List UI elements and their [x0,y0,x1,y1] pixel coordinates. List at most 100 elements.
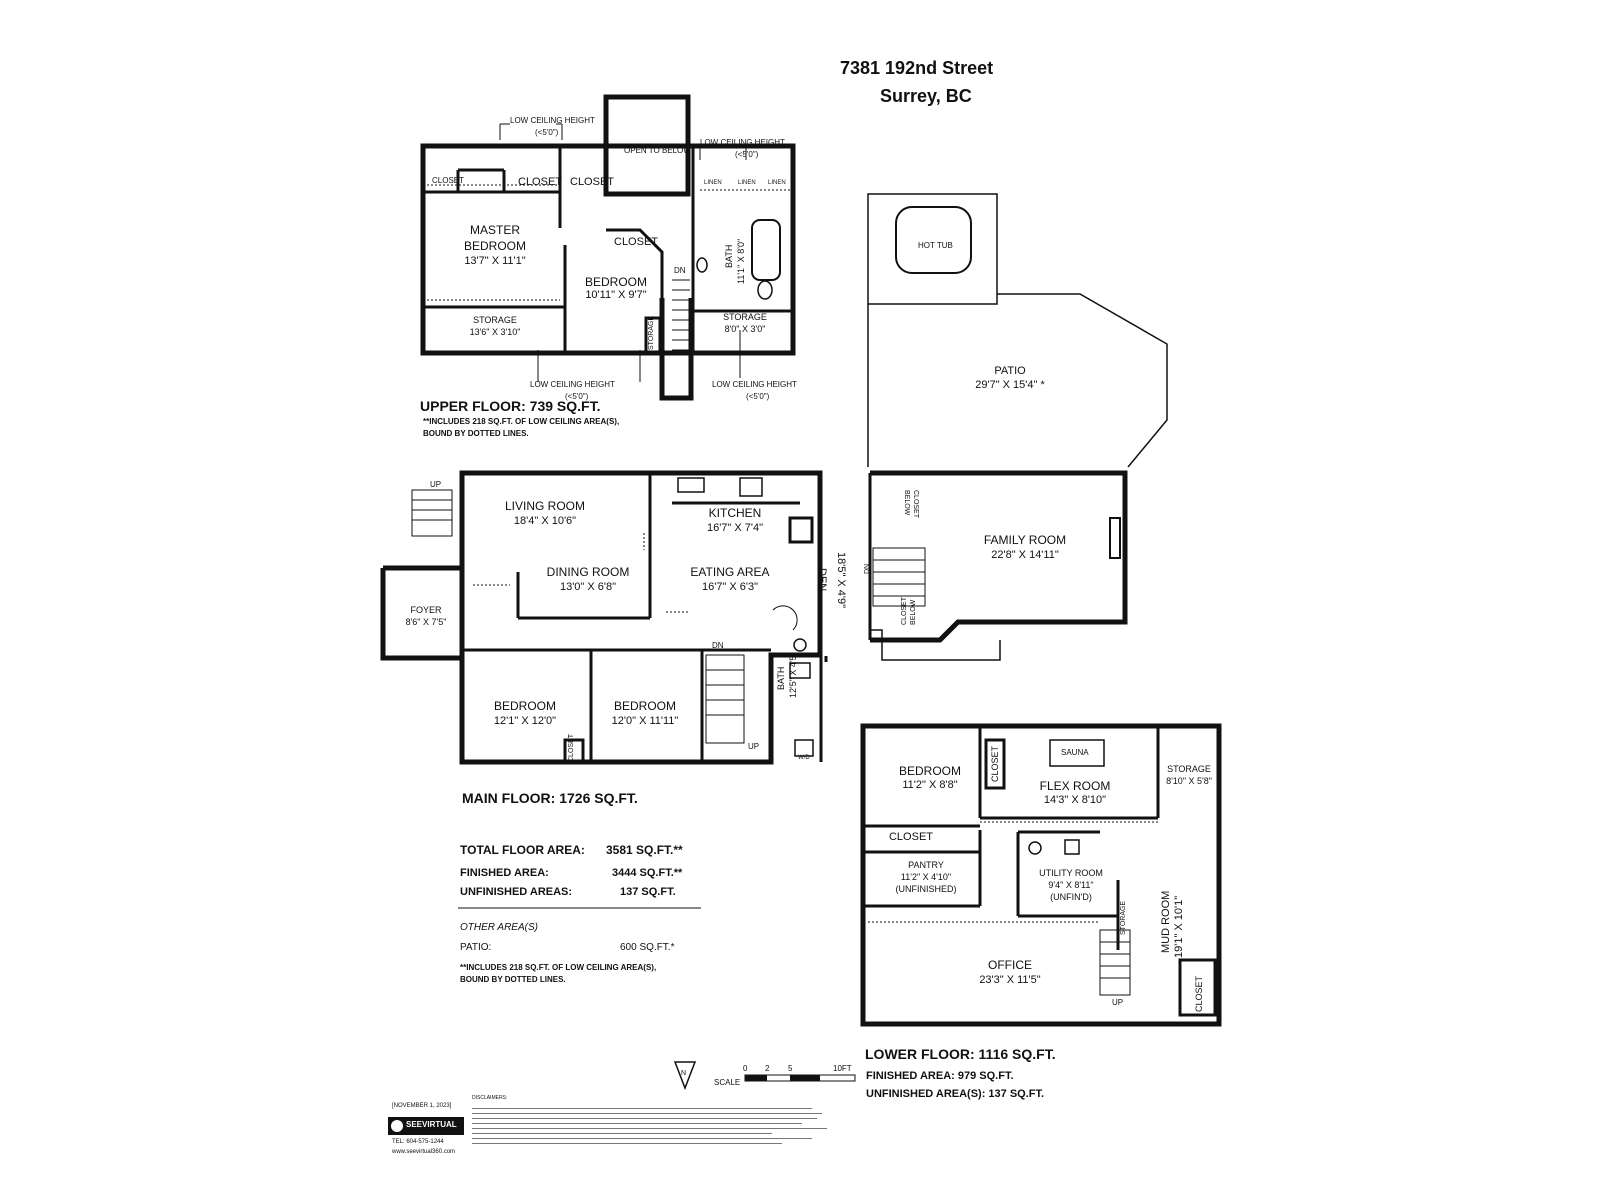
linen-label: LINEN [768,180,786,186]
lower-storage-label: STORAGE [1167,764,1211,774]
brand-name: SEEVIRTUAL [406,1120,457,1129]
upper-bath-size: 11'1" X 8'0" [736,238,746,284]
washer-dryer-label: W/D [798,755,810,761]
flex-room-size: 14'3" X 8'10" [1043,794,1107,806]
eating-area-size: 16'7" X 6'3" [701,581,759,593]
low-ceiling-sub: (<5'0") [565,392,589,401]
stair-up-label: UP [430,480,442,489]
family-room-size: 22'8" X 14'11" [991,549,1059,561]
foyer-size: 8'6" X 7'5" [405,617,447,627]
finished-area-label: FINISHED AREA: [460,867,549,879]
lower-bedroom-size: 11'2" X 8'8" [902,779,958,791]
main-floor-title: MAIN FLOOR: 1726 SQ.FT. [462,790,638,806]
sauna-label: SAUNA [1061,748,1089,757]
low-ceiling-sub: (<5'0") [746,392,770,401]
plan-date: [NOVEMBER 1, 2023] [392,1103,452,1109]
hot-tub-label: HOT TUB [918,241,953,250]
lower-unfinished-area: UNFINISHED AREA(S): 137 SQ.FT. [866,1088,1045,1100]
patio-label: PATIO [994,365,1026,377]
bedroom-size: 12'1" X 12'0" [493,715,557,727]
brand-website: www.seevirtual360.com [392,1149,456,1155]
office-label: OFFICE [988,958,1032,972]
unfinished-area-label: UNFINISHED AREAS: [460,886,573,898]
brand-logo-icon [391,1120,403,1132]
finished-area-value: 3444 SQ.FT.** [612,867,683,879]
upper-bath-label: BATH [724,244,734,268]
scale-tick: 0 [743,1064,748,1073]
dining-room-label: DINING ROOM [546,565,630,579]
pantry-sub: (UNFINISHED) [895,884,957,894]
upper-floor-title: UPPER FLOOR: 739 SQ.FT. [420,398,601,414]
open-to-below-label: OPEN TO BELOW [624,146,691,155]
pantry-size: 11'2" X 4'10" [900,872,952,882]
scale-tick: 10FT [833,1064,852,1073]
closet-label: CLOSET [518,176,563,188]
linen-label: LINEN [738,180,756,186]
den-label: DEN [816,568,828,592]
main-bath-label: BATH [776,666,786,690]
living-room-size: 18'4" X 10'6" [513,515,577,527]
address-line-2: Surrey, BC [880,86,972,106]
scale-label: SCALE [714,1078,741,1087]
office-size: 23'3" X 11'5" [979,974,1041,986]
lower-floor-title: LOWER FLOOR: 1116 SQ.FT. [865,1046,1056,1062]
low-ceiling-label: LOW CEILING HEIGHT [530,380,615,389]
lower-storage-size: 8'10" X 5'8" [1166,776,1212,786]
lower-finished-area: FINISHED AREA: 979 SQ.FT. [866,1070,1014,1082]
scale-tick: 2 [765,1064,770,1073]
stair-down-label: DN [674,266,686,275]
storage-size: 8'0" X 3'0" [724,324,766,334]
upper-bedroom-label: BEDROOM [584,275,647,289]
total-area-label: TOTAL FLOOR AREA: [460,843,585,857]
utility-room-sub: (UNFIN'D) [1050,892,1092,902]
low-ceiling-label: LOW CEILING HEIGHT [712,380,797,389]
closet-label: CLOSET [1194,975,1204,1012]
closet-label: CLOSET [570,176,615,188]
kitchen-size: 16'7" X 7'4" [706,522,764,534]
total-area-value: 3581 SQ.FT.** [606,843,683,857]
main-floor-walls [380,470,1128,765]
unfinished-area-value: 137 SQ.FT. [620,886,676,898]
kitchen-label: KITCHEN [708,506,762,520]
disclaimer-title: DISCLAIMERS: [472,1095,508,1101]
scale-tick: 5 [788,1064,793,1073]
utility-room-size: 9'4" X 8'11" [1048,880,1094,890]
closet-label: CLOSET [432,176,465,185]
stair-up-label: UP [748,742,760,751]
utility-room-label: UTILITY ROOM [1039,868,1103,878]
closet-label: CLOSET [568,733,575,762]
lower-floor-walls [860,723,1222,1027]
pantry-label: PANTRY [908,860,944,870]
upper-bedroom-size: 10'11" X 9'7" [585,289,647,301]
upper-floor-walls [420,94,796,401]
low-ceiling-sub: (<5'0") [535,128,559,137]
north-arrow-icon: N [681,1070,687,1077]
lower-bedroom-label: BEDROOM [898,764,961,778]
mud-room-label: MUD ROOM [1160,890,1172,953]
low-ceiling-sub: (<5'0") [735,150,759,159]
dining-room-size: 13'0" X 6'8" [559,581,617,593]
patio-size: 29'7" X 15'4" * [975,379,1045,391]
brand-logo: SEEVIRTUAL [388,1117,464,1135]
summary-note: **INCLUDES 218 SQ.FT. OF LOW CEILING ARE… [460,963,657,984]
flex-room-label: FLEX ROOM [1039,779,1111,793]
linen-label: LINEN [704,180,722,186]
foyer-label: FOYER [410,605,442,615]
low-ceiling-label: LOW CEILING HEIGHT [700,138,785,147]
bedroom-label: BEDROOM [613,699,676,713]
address-line-1: 7381 192nd Street [840,58,994,78]
closet-label: CLOSET [990,745,1000,782]
bedroom-size: 12'0" X 11'11" [611,715,679,727]
main-bath-size: 12'5" X 4'5" [788,652,798,698]
storage-label: STORAGE [1120,900,1127,935]
eating-area-label: EATING AREA [690,565,770,579]
storage-label: STORAGE [473,315,517,325]
brand-phone: TEL: 604-575-1244 [392,1139,444,1145]
disclaimer-text-lines [472,1104,832,1148]
master-bedroom-label: MASTER BEDROOM [463,223,526,253]
closet-label: CLOSET [614,236,659,248]
stair-down-label: DN [712,641,724,650]
storage-size: 13'6" X 3'10" [469,327,521,337]
family-room-label: FAMILY ROOM [983,533,1067,547]
